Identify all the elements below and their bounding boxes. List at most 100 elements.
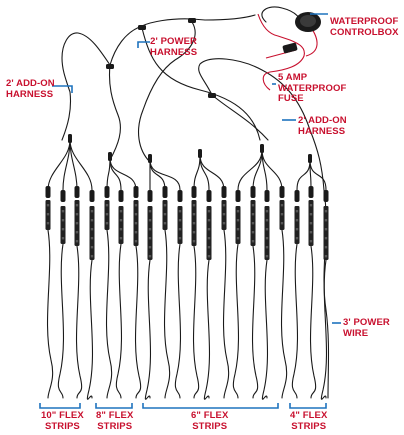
center-trunk (141, 27, 261, 141)
connector-lead (149, 159, 166, 191)
strip-plug (118, 190, 124, 202)
strip-plug (191, 186, 197, 198)
strip-plug (104, 186, 110, 198)
led-dot (75, 231, 79, 234)
strip-plug (89, 190, 95, 202)
led-dot (324, 219, 328, 222)
strip-tail-wire (47, 229, 54, 399)
led-dot (295, 228, 299, 231)
strip-plug (60, 190, 66, 202)
led-dot (222, 204, 226, 207)
inline-connector (68, 134, 72, 143)
led-dot (192, 213, 196, 216)
controlbox-cable (261, 6, 301, 23)
led-dot (119, 237, 123, 240)
led-dot (105, 204, 109, 207)
led-dot (251, 213, 255, 216)
led-dot (148, 228, 152, 231)
harness-plug (138, 25, 146, 30)
addon-right-loop (198, 58, 325, 191)
strip-plug (74, 186, 80, 198)
controlbox-lead (191, 14, 256, 21)
led-dot (192, 231, 196, 234)
led-flex-strip (235, 206, 241, 244)
led-dot (192, 240, 196, 243)
led-dot (119, 210, 123, 213)
addon-harness-right-label: 2' ADD-ON HARNESS (298, 115, 347, 137)
led-dot (148, 237, 152, 240)
led-dot (236, 228, 240, 231)
led-dot (251, 222, 255, 225)
led-dot (163, 222, 167, 225)
led-dot (105, 213, 109, 216)
led-dot (192, 204, 196, 207)
strip-plug (235, 190, 241, 202)
strip-group-bracket (289, 403, 327, 409)
inline-connector (198, 149, 202, 158)
led-dot (324, 246, 328, 249)
strip-plug (264, 190, 270, 202)
led-dot (75, 213, 79, 216)
led-dot (61, 228, 65, 231)
led-flex-strip (294, 206, 300, 244)
led-dot (61, 210, 65, 213)
led-dot (309, 213, 313, 216)
strip-plug (206, 190, 212, 202)
led-flex-strip (118, 206, 124, 244)
led-dot (178, 228, 182, 231)
led-dot (75, 204, 79, 207)
inline-connector (308, 154, 312, 163)
strip-tail-wire (106, 229, 113, 399)
led-dot (222, 213, 226, 216)
led-flex-strip (89, 206, 95, 260)
led-dot (207, 228, 211, 231)
power-harness-label: 2' POWER HARNESS (150, 36, 198, 58)
inline-connector (148, 154, 152, 163)
strip-group-bracket (142, 403, 279, 409)
led-dot (309, 222, 313, 225)
led-dot (119, 228, 123, 231)
led-dot (178, 237, 182, 240)
led-dot (134, 231, 138, 234)
led-dot (46, 222, 50, 225)
led-dot (324, 237, 328, 240)
led-dot (75, 222, 79, 225)
addon-left-main (108, 64, 121, 161)
flex-strips-10-label: 10" FLEX STRIPS (41, 410, 84, 432)
strip-plug (323, 190, 329, 202)
led-dot (236, 237, 240, 240)
led-dot (251, 231, 255, 234)
led-dot (309, 204, 313, 207)
strip-plug (45, 186, 51, 198)
strip-tail-wire (164, 229, 171, 399)
led-dot (134, 204, 138, 207)
led-dot (236, 219, 240, 222)
fuse-holder (282, 42, 298, 54)
waterproof-controlbox-label: WATERPROOF CONTROLBOX (330, 16, 399, 38)
led-dot (90, 255, 94, 258)
flex-strips-8-label: 8" FLEX STRIPS (96, 410, 134, 432)
strip-plug (294, 190, 300, 202)
led-flex-strip (323, 206, 329, 260)
led-dot (265, 219, 269, 222)
inline-connector (108, 152, 112, 161)
inline-connector (260, 144, 264, 153)
led-flex-strip (264, 206, 270, 260)
led-dot (222, 222, 226, 225)
strip-tail-wire (261, 259, 268, 400)
strip-tail-wire (135, 245, 142, 399)
strip-tail-wire (76, 245, 83, 399)
strip-tail-wire (252, 245, 259, 399)
strip-tail-wire (174, 243, 181, 399)
connector-lead (69, 139, 93, 191)
connector-lead (237, 149, 263, 191)
led-dot (178, 219, 182, 222)
led-dot (207, 210, 211, 213)
led-dot (309, 240, 313, 243)
controlbox-cap (300, 15, 316, 27)
led-flex-strip (147, 206, 153, 260)
strip-plug (308, 186, 314, 198)
led-dot (280, 204, 284, 207)
strip-tail-wire (291, 243, 298, 399)
led-dot (265, 228, 269, 231)
